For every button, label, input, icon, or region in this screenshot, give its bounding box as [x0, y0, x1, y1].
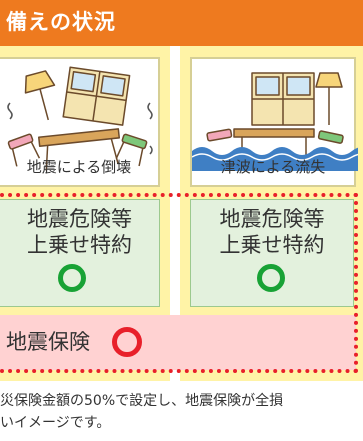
- insurance-label: 地震保険: [6, 330, 90, 354]
- earthquake-insurance-bar: 地震保険: [0, 315, 356, 370]
- collapsed-room-illustration: [7, 66, 153, 171]
- circle-icon: [112, 327, 142, 357]
- rider-label: 地震危険等 上乗せ特約: [219, 207, 325, 257]
- card-caption: 地震による倒壊: [26, 158, 132, 176]
- earthquake-rider-card: 地震危険等 上乗せ特約: [0, 199, 160, 307]
- footnote-line: 災保険金額の50%で設定し、地震保険が全損: [0, 393, 284, 409]
- circle-icon: [257, 264, 285, 292]
- circle-icon: [58, 264, 86, 292]
- footnote-line: いイメージです。: [0, 415, 111, 431]
- flooded-room-illustration: [192, 72, 358, 171]
- section-title: 備えの状況: [6, 10, 116, 34]
- earthquake-collapse-card: 地震による倒壊: [0, 57, 160, 187]
- footnote: 災保険金額の50%で設定し、地震保険が全損 いイメージです。: [0, 390, 363, 434]
- tsunami-rider-card: 地震危険等 上乗せ特約: [190, 199, 354, 307]
- tsunami-washout-card: 津波による流失: [190, 57, 358, 187]
- rider-label: 地震危険等 上乗せ特約: [27, 207, 132, 257]
- card-caption: 津波による流失: [220, 158, 326, 176]
- section-header: 備えの状況: [0, 0, 363, 46]
